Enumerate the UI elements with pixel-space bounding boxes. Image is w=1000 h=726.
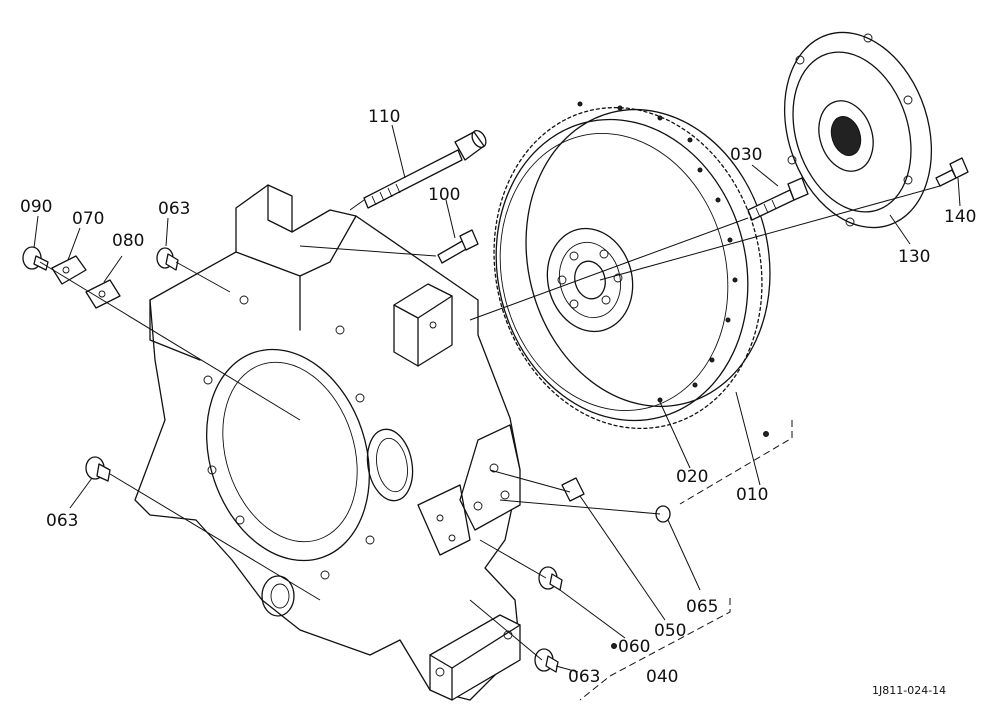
long-bolt-110 bbox=[363, 129, 487, 209]
label-063-top: 063 bbox=[158, 199, 190, 219]
assembly-brackets bbox=[579, 420, 793, 701]
flywheel bbox=[493, 101, 771, 430]
projection-lines bbox=[39, 185, 941, 661]
label-070: 070 bbox=[72, 209, 104, 229]
label-130: 130 bbox=[898, 247, 930, 267]
label-040: 040 bbox=[646, 667, 678, 687]
drawing-code: 1J811-024-14 bbox=[872, 684, 946, 697]
label-010: 010 bbox=[736, 485, 768, 505]
label-140: 140 bbox=[944, 207, 976, 227]
plug-063-bottom bbox=[534, 648, 559, 673]
bolt-030 bbox=[747, 177, 809, 221]
coupling-plate bbox=[783, 31, 933, 229]
label-050: 050 bbox=[654, 621, 686, 641]
label-065: 065 bbox=[686, 597, 718, 617]
plug-060 bbox=[538, 566, 563, 591]
label-063-bottom: 063 bbox=[568, 667, 600, 687]
part-labels: 110 100 090 070 080 063 063 030 140 130 … bbox=[20, 107, 976, 687]
bolt-140 bbox=[935, 157, 969, 187]
screw-090 bbox=[22, 246, 49, 271]
label-020: 020 bbox=[676, 467, 708, 487]
label-030: 030 bbox=[730, 145, 762, 165]
flywheel-housing bbox=[134, 184, 521, 701]
plug-063-left bbox=[85, 456, 111, 482]
label-080: 080 bbox=[112, 231, 144, 251]
plug-063-top bbox=[156, 247, 179, 271]
bolt-100 bbox=[437, 229, 479, 264]
label-110: 110 bbox=[368, 107, 400, 127]
label-100: 100 bbox=[428, 185, 460, 205]
gasket-080 bbox=[85, 279, 121, 309]
label-060: 060 bbox=[618, 637, 650, 657]
pin-050 bbox=[561, 477, 585, 502]
label-063-left: 063 bbox=[46, 511, 78, 531]
label-090: 090 bbox=[20, 197, 52, 217]
leader-lines bbox=[33, 124, 961, 673]
